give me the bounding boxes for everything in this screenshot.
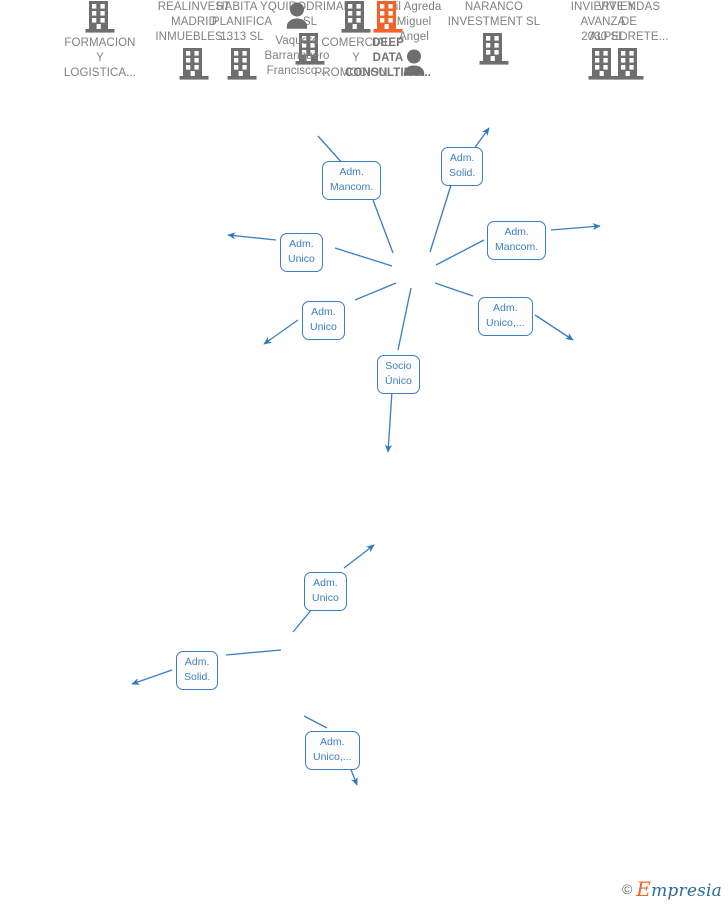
graph-node-vaquero[interactable]: Vaquero Barranquero Francisco... bbox=[222, 0, 372, 79]
building-icon bbox=[341, 1, 371, 33]
brand-initial: E bbox=[636, 877, 652, 901]
graph-node-invierte[interactable]: INVIERTE Y AVANZA 2030 SL bbox=[528, 0, 678, 81]
copyright-symbol: © bbox=[621, 881, 633, 897]
node-label-naranco: NARANCO INVESTMENT SL bbox=[447, 1, 541, 28]
graph-node-formacion[interactable]: FORMACION Y LOGISTICA... bbox=[25, 0, 175, 81]
edge-stem-vaquero-deepdata bbox=[292, 608, 313, 633]
edge-stem-gil-quirodrimar bbox=[372, 199, 394, 254]
edge-stem-gil-invierte bbox=[434, 282, 474, 297]
edge-arrow-gil-habita bbox=[263, 319, 299, 345]
building-icon bbox=[588, 48, 618, 80]
node-label-formacion: FORMACION Y LOGISTICA... bbox=[63, 37, 137, 79]
node-label-invierte: INVIERTE Y AVANZA 2030 SL bbox=[570, 1, 636, 43]
building-icon bbox=[614, 48, 644, 80]
edge-label-vaquero-deepdata[interactable]: Adm. Unico bbox=[304, 572, 347, 611]
edge-stem-vaquero-formacion bbox=[225, 649, 282, 656]
graph-node-quirodrimar[interactable]: QUIRODRIMAR SL bbox=[235, 0, 385, 66]
node-label-comercial: COMERCIAL Y PROMOCION... bbox=[314, 37, 398, 79]
edge-arrow-gil-realinvest bbox=[227, 232, 277, 241]
edge-arrow-gil-deepdata bbox=[384, 390, 393, 453]
edge-arrow-gil-viviendas bbox=[550, 223, 601, 231]
graph-node-realinvest[interactable]: REALINVEST MADRID INMUEBLES... bbox=[119, 0, 269, 81]
graph-node-viviendas[interactable]: VIVIENDAS DE ALPEDRETE... bbox=[554, 0, 704, 81]
edge-label-gil-naranco[interactable]: Adm. Solid. bbox=[441, 147, 484, 186]
edge-stem-gil-habita bbox=[354, 282, 397, 301]
node-label-deepdata: DEEP DATA CONSULTING... bbox=[344, 37, 432, 79]
edge-stem-vaquero-comercial bbox=[303, 715, 328, 729]
building-icon bbox=[373, 1, 403, 33]
edge-label-vaquero-comercial[interactable]: Adm. Unico,... bbox=[305, 731, 360, 770]
person-icon bbox=[286, 2, 308, 29]
edge-stem-gil-deepdata bbox=[397, 287, 412, 351]
edge-label-gil-quirodrimar[interactable]: Adm. Mancom. bbox=[322, 161, 382, 200]
node-label-habita: HABITA Y PLANIFICA 1313 SL bbox=[211, 1, 273, 43]
person-icon bbox=[403, 49, 425, 76]
building-icon bbox=[227, 48, 257, 80]
building-icon bbox=[295, 33, 325, 65]
edge-label-gil-invierte[interactable]: Adm. Unico,... bbox=[478, 297, 533, 336]
graph-node-habita[interactable]: HABITA Y PLANIFICA 1313 SL bbox=[167, 0, 317, 81]
edge-label-gil-habita[interactable]: Adm. Unico bbox=[302, 301, 345, 340]
edge-arrow-vaquero-deepdata bbox=[343, 544, 375, 569]
edge-arrow-vaquero-formacion bbox=[131, 669, 173, 685]
building-icon bbox=[85, 1, 115, 33]
building-icon bbox=[179, 48, 209, 80]
edge-label-vaquero-formacion[interactable]: Adm. Solid. bbox=[176, 651, 219, 690]
edge-stem-gil-naranco bbox=[429, 181, 453, 253]
edge-stem-gil-viviendas bbox=[435, 239, 485, 266]
graph-node-naranco[interactable]: NARANCO INVESTMENT SL bbox=[419, 0, 569, 66]
watermark: © Empresia bbox=[622, 877, 722, 901]
node-label-realinvest: REALINVEST MADRID INMUEBLES... bbox=[155, 1, 233, 43]
brand-rest: mpresia bbox=[651, 881, 722, 901]
node-label-vaquero: Vaquero Barranquero Francisco... bbox=[264, 35, 330, 77]
edge-arrow-gil-invierte bbox=[534, 314, 574, 341]
graph-node-comercial[interactable]: COMERCIAL Y PROMOCION... bbox=[281, 0, 431, 81]
empresia-logo: Empresia bbox=[636, 877, 722, 901]
edge-label-gil-realinvest[interactable]: Adm. Unico bbox=[280, 233, 323, 272]
edge-label-gil-viviendas[interactable]: Adm. Mancom. bbox=[487, 221, 547, 260]
edge-stem-gil-realinvest bbox=[334, 247, 393, 267]
building-icon bbox=[479, 33, 509, 65]
edge-label-gil-deepdata[interactable]: Socio Único bbox=[377, 355, 420, 394]
graph-node-deepdata[interactable]: DEEP DATA CONSULTING... bbox=[313, 0, 463, 81]
node-label-viviendas: VIVIENDAS DE ALPEDRETE... bbox=[589, 1, 669, 43]
